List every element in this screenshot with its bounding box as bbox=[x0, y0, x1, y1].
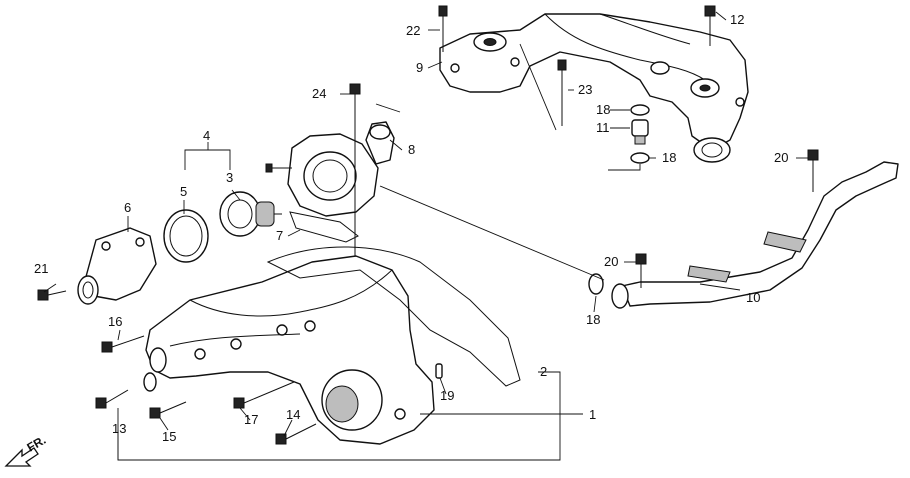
callout-15: 15 bbox=[162, 429, 176, 444]
bolt-16-part bbox=[101, 335, 145, 353]
front-arrow-icon bbox=[4, 447, 39, 467]
bolt-21-part bbox=[37, 289, 67, 301]
callout-18-upper: 18 bbox=[596, 102, 610, 117]
thermostat-cover-6-part bbox=[77, 227, 157, 305]
callout-11: 11 bbox=[596, 120, 610, 135]
callout-1: 1 bbox=[589, 407, 596, 422]
leader-lines bbox=[43, 11, 808, 461]
bolt-12-part bbox=[704, 5, 716, 46]
callout-6: 6 bbox=[124, 200, 131, 215]
callout-8: 8 bbox=[408, 142, 415, 157]
callout-18-lower: 18 bbox=[662, 150, 676, 165]
callout-21: 21 bbox=[34, 261, 48, 276]
o-ring-18-lower-part bbox=[630, 152, 650, 164]
callout-24: 24 bbox=[312, 86, 326, 101]
callout-20-upper: 20 bbox=[774, 150, 788, 165]
connection-line bbox=[379, 185, 605, 281]
bolt-23-part bbox=[557, 59, 567, 126]
callout-16: 16 bbox=[108, 314, 122, 329]
bolt-14-part bbox=[275, 423, 317, 445]
o-ring-18-upper-part bbox=[630, 104, 650, 116]
callout-2: 2 bbox=[540, 364, 547, 379]
thermostat-seal-5-part bbox=[163, 209, 209, 263]
callout-5: 5 bbox=[180, 184, 187, 199]
callout-18-pipe: 18 bbox=[586, 312, 600, 327]
gasket-7-part bbox=[289, 211, 359, 243]
water-pump-assembly-part bbox=[143, 255, 435, 445]
callout-14: 14 bbox=[286, 407, 300, 422]
bolt-20-upper-part bbox=[807, 149, 819, 192]
callout-4: 4 bbox=[203, 128, 210, 143]
callout-13: 13 bbox=[112, 421, 126, 436]
water-passage-part bbox=[439, 13, 749, 163]
bolt-13-part bbox=[95, 389, 129, 409]
thermostat-3-part bbox=[219, 191, 282, 237]
callout-9: 9 bbox=[416, 60, 423, 75]
callout-19: 19 bbox=[440, 388, 454, 403]
bolt-20-lower-part bbox=[635, 253, 647, 288]
pump-gasket-2-part bbox=[266, 246, 521, 387]
front-indicator: FR. bbox=[4, 433, 48, 467]
o-ring-18-pipe-part bbox=[588, 273, 604, 295]
dowel-pin-19-part bbox=[435, 363, 443, 379]
callout-20-lower: 20 bbox=[604, 254, 618, 269]
bolt-15-part bbox=[149, 401, 187, 419]
callout-7: 7 bbox=[276, 228, 283, 243]
callout-23: 23 bbox=[578, 82, 592, 97]
thermostat-housing-part bbox=[265, 121, 395, 217]
callout-3: 3 bbox=[226, 170, 233, 185]
callout-22: 22 bbox=[406, 23, 420, 38]
bolt-17-part bbox=[233, 381, 295, 409]
callout-12: 12 bbox=[730, 12, 744, 27]
water-pipe-10-part bbox=[611, 161, 899, 309]
callout-17: 17 bbox=[244, 412, 258, 427]
bolt-22-part bbox=[438, 5, 448, 52]
temperature-sensor-11-part bbox=[631, 119, 649, 145]
callout-10: 10 bbox=[746, 290, 760, 305]
